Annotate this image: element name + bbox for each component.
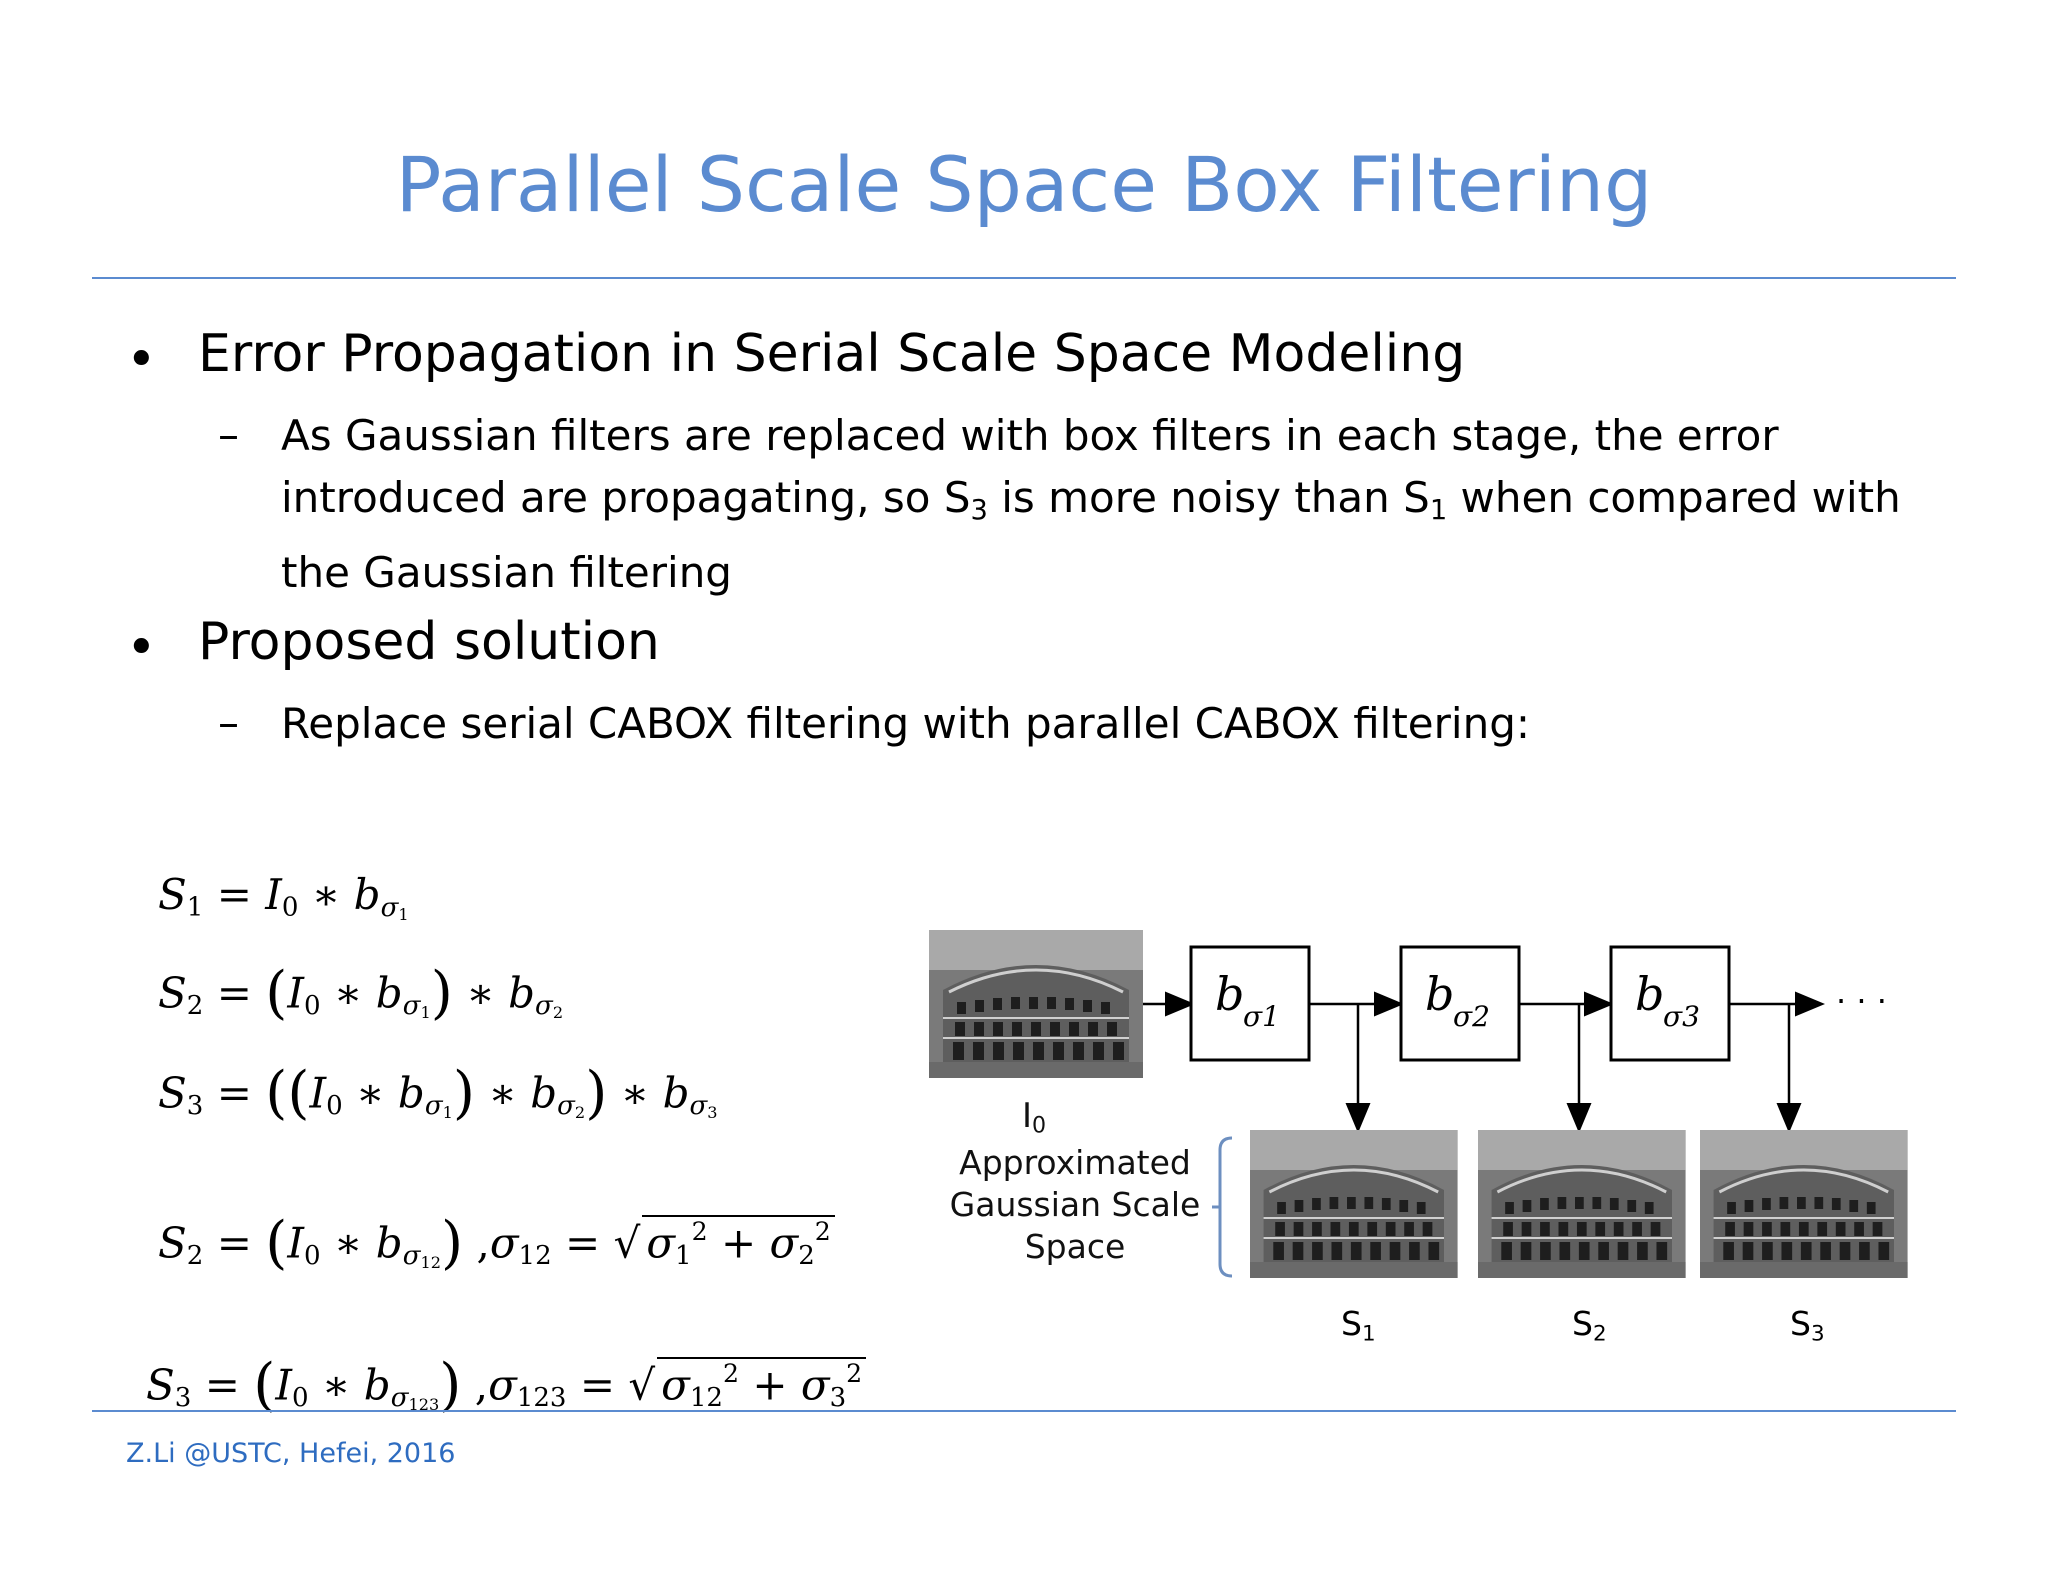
- output-image-s1: [1248, 1128, 1460, 1280]
- filter-box-1: [1189, 945, 1311, 1062]
- bullet-dot: •: [126, 330, 157, 390]
- sub-dash: –: [218, 410, 239, 459]
- equation-s3-parallel: S3 = (I0 ∗ bσ123) ,σ123 = √σ122 + σ32: [146, 1352, 867, 1418]
- output-label-s2: S2: [1572, 1304, 1607, 1347]
- sub-line-1: As Gaussian filters are replaced with bo…: [281, 411, 1779, 460]
- input-label: I0: [1022, 1096, 1047, 1139]
- sub-dash: –: [218, 698, 239, 747]
- output-image-s3: [1698, 1128, 1910, 1280]
- equation-s3-serial: S3 = ((I0 ∗ bσ1) ∗ bσ2) ∗ bσ3: [158, 1060, 718, 1126]
- title-divider: [92, 277, 1956, 279]
- bullet-error-propagation: Error Propagation in Serial Scale Space …: [198, 324, 1466, 384]
- sub-bullet-error-text: As Gaussian filters are replaced with bo…: [281, 405, 1961, 604]
- output-label-s3: S3: [1790, 1304, 1825, 1347]
- sub-bullet-solution-text: Replace serial CABOX filtering with para…: [281, 699, 1531, 748]
- input-image: [927, 928, 1145, 1080]
- svg-text:b: b: [1215, 967, 1244, 1021]
- output-image-s2: [1476, 1128, 1688, 1280]
- equation-s2-serial: S2 = (I0 ∗ bσ1) ∗ bσ2: [158, 960, 564, 1026]
- filter-sigma-2: σ2: [1453, 1000, 1490, 1033]
- filter-box-3: [1609, 945, 1731, 1062]
- diagram-caption: Approximated Gaussian Scale Space: [949, 1143, 1201, 1266]
- svg-text:b: b: [1425, 967, 1454, 1021]
- slide-title: Parallel Scale Space Box Filtering: [395, 140, 1653, 229]
- bullet-proposed-solution: Proposed solution: [198, 612, 660, 672]
- filter-box-2: [1399, 945, 1521, 1062]
- output-label-s1: S1: [1341, 1304, 1376, 1347]
- filter-sigma-3: σ3: [1663, 1000, 1700, 1033]
- svg-text:b: b: [1635, 967, 1664, 1021]
- sub-line-2: introduced are propagating, so S3 is mor…: [281, 473, 1901, 526]
- sub-line-3: the Gaussian filtering: [281, 547, 732, 597]
- bullet-dot: •: [126, 618, 157, 678]
- equation-s2-parallel: S2 = (I0 ∗ bσ12) ,σ12 = √σ12 + σ22: [158, 1210, 835, 1276]
- footer-divider: [92, 1410, 1956, 1412]
- equation-s1: S1 = I0 ∗ bσ1: [158, 870, 409, 924]
- footer-credit: Z.Li @USTC, Hefei, 2016: [126, 1438, 456, 1469]
- ellipsis: · · ·: [1836, 982, 1887, 1020]
- filter-sigma-1: σ1: [1243, 1000, 1280, 1033]
